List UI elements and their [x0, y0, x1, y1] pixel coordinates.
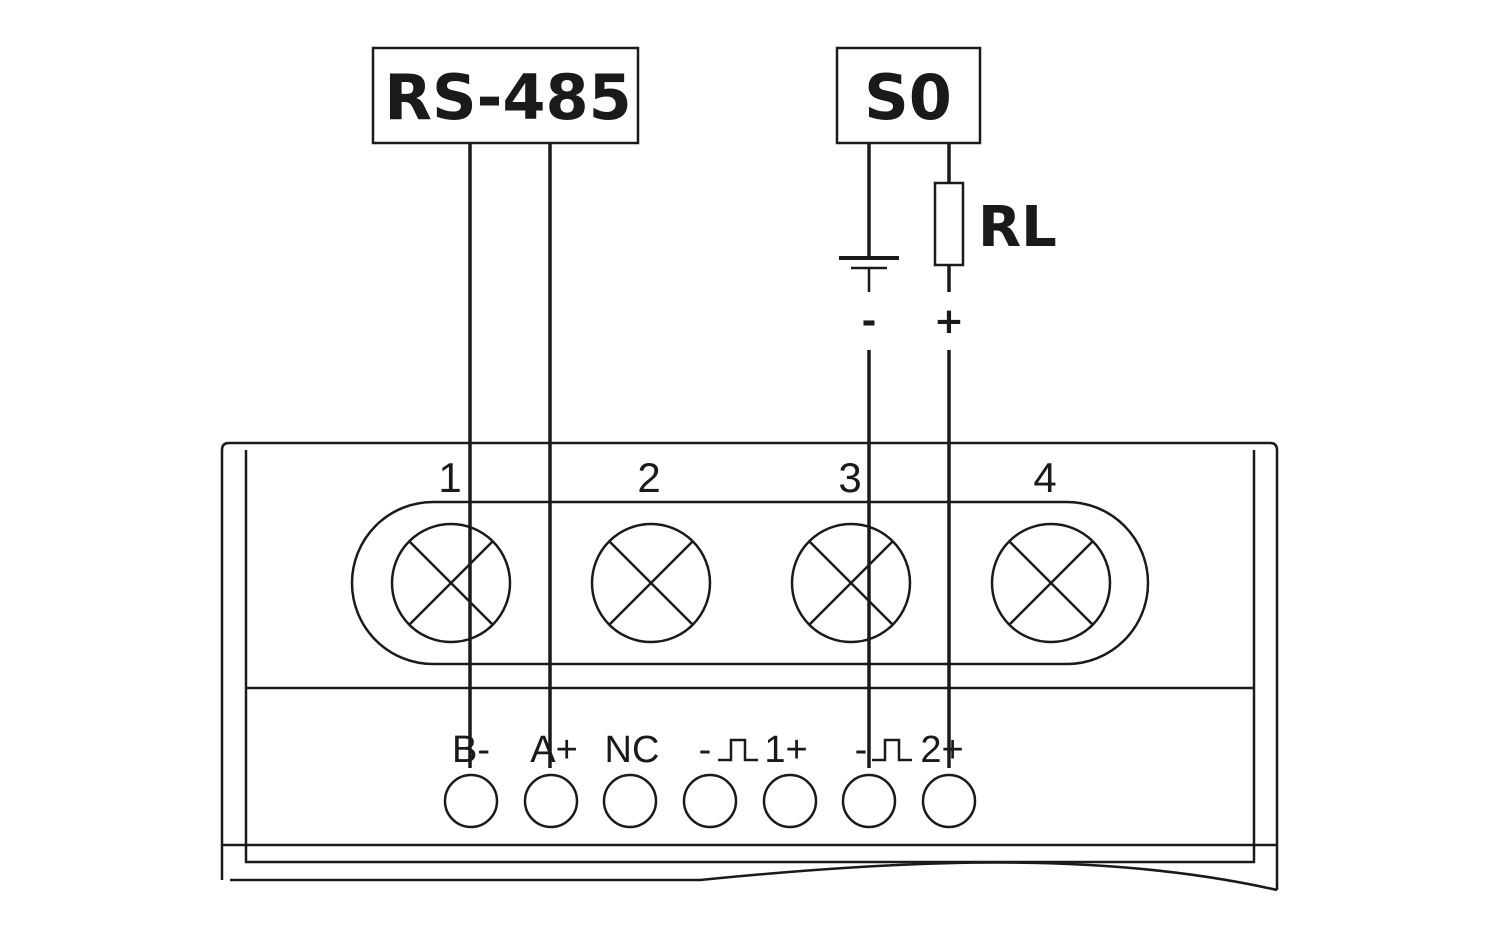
- wires: [468, 143, 965, 768]
- s0-label: S0: [864, 61, 952, 134]
- pin-label-a-plus: A+: [530, 729, 578, 771]
- pulse-2-icon: [872, 738, 912, 762]
- push-in-terminal-pulse2-minus[interactable]: [841, 773, 897, 829]
- rs485-box: RS-485: [371, 46, 640, 145]
- screw-terminal-4[interactable]: [990, 522, 1112, 644]
- push-in-terminal-pulse2-plus[interactable]: [921, 773, 977, 829]
- screw-terminal-1[interactable]: [390, 522, 512, 644]
- pin-label-pulse2-plus: 2+: [920, 729, 963, 771]
- rs485-label: RS-485: [384, 61, 632, 134]
- ground-icon: [839, 256, 899, 292]
- push-in-terminal-nc[interactable]: [602, 773, 658, 829]
- terminal-number-2: 2: [637, 454, 660, 501]
- screw-terminal-2[interactable]: [590, 522, 712, 644]
- device-housing: [220, 441, 1279, 892]
- push-in-terminal-a-plus[interactable]: [523, 773, 579, 829]
- push-in-terminal-pulse1-plus[interactable]: [762, 773, 818, 829]
- terminal-number-1: 1: [438, 454, 461, 501]
- polarity-minus: -: [862, 301, 877, 342]
- polarity-plus: +: [934, 301, 964, 342]
- terminal-number-3: 3: [838, 454, 861, 501]
- pulse-1-icon: [718, 738, 758, 762]
- terminal-number-4: 4: [1033, 454, 1056, 501]
- pin-label-pulse1-plus: 1+: [764, 729, 807, 771]
- screw-terminal-block: 1 2 3 4: [350, 454, 1150, 666]
- screw-terminal-3[interactable]: [790, 522, 912, 644]
- push-in-terminal-pulse1-minus[interactable]: [682, 773, 738, 829]
- pin-label-pulse1-minus: -: [699, 729, 712, 771]
- resistor-label: RL: [978, 195, 1057, 260]
- push-in-terminals: [443, 773, 977, 829]
- push-in-terminal-b-minus[interactable]: [443, 773, 499, 829]
- pin-label-nc: NC: [605, 729, 660, 771]
- pin-labels: B- A+ NC - 1+ - 2+: [452, 729, 964, 771]
- resistor-icon: [933, 181, 965, 267]
- s0-box: S0: [835, 46, 982, 145]
- pin-label-pulse2-minus: -: [855, 729, 868, 771]
